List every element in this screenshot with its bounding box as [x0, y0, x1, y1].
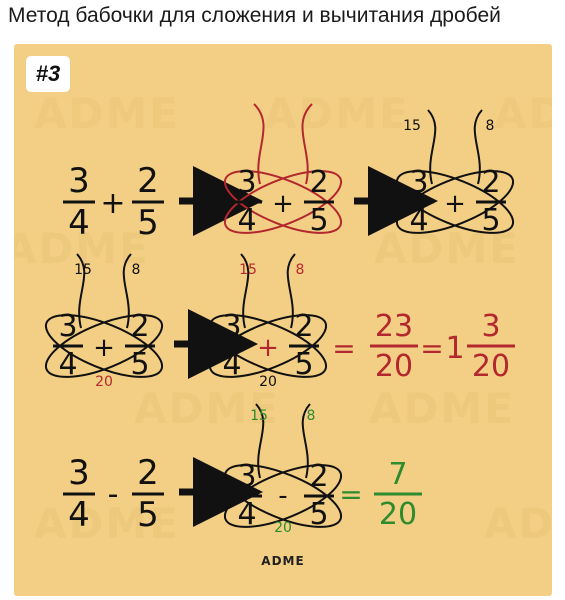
fraction-diagram: 3 4 + 2 5 3 4 + 2 5	[44, 103, 515, 536]
numerator: 2	[130, 309, 149, 344]
denominator: 5	[130, 347, 149, 382]
numerator: 3	[237, 165, 256, 200]
operator: +	[93, 333, 115, 363]
equals-sign: =	[332, 332, 355, 365]
butterfly-step-3: 15 8 3 4 + 2 5 20	[44, 253, 164, 390]
operator: +	[257, 333, 279, 363]
example-number-badge: #3	[26, 56, 70, 92]
cross-product-left: 15	[239, 262, 257, 278]
cross-product-right: 8	[486, 118, 495, 134]
denominator: 5	[309, 497, 328, 532]
numerator: 3	[409, 165, 428, 200]
numerator: 3	[68, 161, 90, 201]
fraction-problem-addition: 3 4 + 2 5	[63, 161, 164, 243]
numerator: 2	[137, 453, 159, 493]
denominator: 4	[222, 347, 241, 382]
cross-product-right: 8	[307, 408, 316, 424]
operator: +	[444, 189, 466, 219]
denominator-product: 20	[274, 520, 292, 536]
denominator-product: 20	[95, 374, 113, 390]
cross-product-left: 15	[250, 408, 268, 424]
numerator: 3	[237, 459, 256, 494]
operator: -	[108, 477, 119, 512]
butterfly-step-subtraction: 15 8 3 4 - 2 5 20	[223, 403, 343, 536]
numerator: 2	[309, 165, 328, 200]
mixed-whole: 1	[445, 331, 464, 366]
fraction-problem-subtraction: 3 4 - 2 5	[63, 453, 164, 535]
denominator: 4	[68, 495, 90, 535]
denominator: 5	[137, 203, 159, 243]
equals-sign: =	[339, 478, 362, 511]
operator: +	[272, 189, 294, 219]
mixed-denominator: 20	[472, 349, 510, 384]
denominator: 5	[309, 203, 328, 238]
operator: +	[100, 186, 125, 221]
illustration-panel: ADME ADME ADME ADME ADME ADME ADME ADME …	[14, 44, 552, 596]
operator: -	[278, 481, 287, 511]
page-title: Метод бабочки для сложения и вычитания д…	[8, 4, 501, 27]
denominator-product: 20	[259, 374, 277, 390]
result-numerator: 7	[388, 457, 407, 492]
denominator: 4	[409, 203, 428, 238]
numerator: 2	[481, 165, 500, 200]
cross-product-right: 8	[132, 262, 141, 278]
cross-product-left: 15	[74, 262, 92, 278]
cross-product-left: 15	[403, 118, 421, 134]
numerator: 2	[309, 459, 328, 494]
cross-product-right: 8	[296, 262, 305, 278]
numerator: 2	[137, 161, 159, 201]
denominator: 4	[237, 497, 256, 532]
butterfly-step-1: 3 4 + 2 5	[223, 103, 343, 238]
result-denominator: 20	[379, 497, 417, 532]
numerator: 3	[58, 309, 77, 344]
denominator: 4	[68, 203, 90, 243]
denominator: 4	[237, 203, 256, 238]
denominator: 4	[58, 347, 77, 382]
denominator: 5	[481, 203, 500, 238]
numerator: 2	[294, 309, 313, 344]
numerator: 3	[68, 453, 90, 493]
footer-logo: ADME	[261, 554, 305, 568]
result-numerator: 23	[375, 309, 413, 344]
butterfly-step-4: 15 8 3 4 + 2 5 20	[208, 253, 328, 390]
denominator: 5	[294, 347, 313, 382]
denominator: 5	[137, 495, 159, 535]
butterfly-step-2: 15 8 3 4 + 2 5	[395, 109, 515, 238]
result-denominator: 20	[375, 349, 413, 384]
numerator: 3	[222, 309, 241, 344]
mixed-numerator: 3	[481, 309, 500, 344]
equals-sign: =	[420, 332, 443, 365]
